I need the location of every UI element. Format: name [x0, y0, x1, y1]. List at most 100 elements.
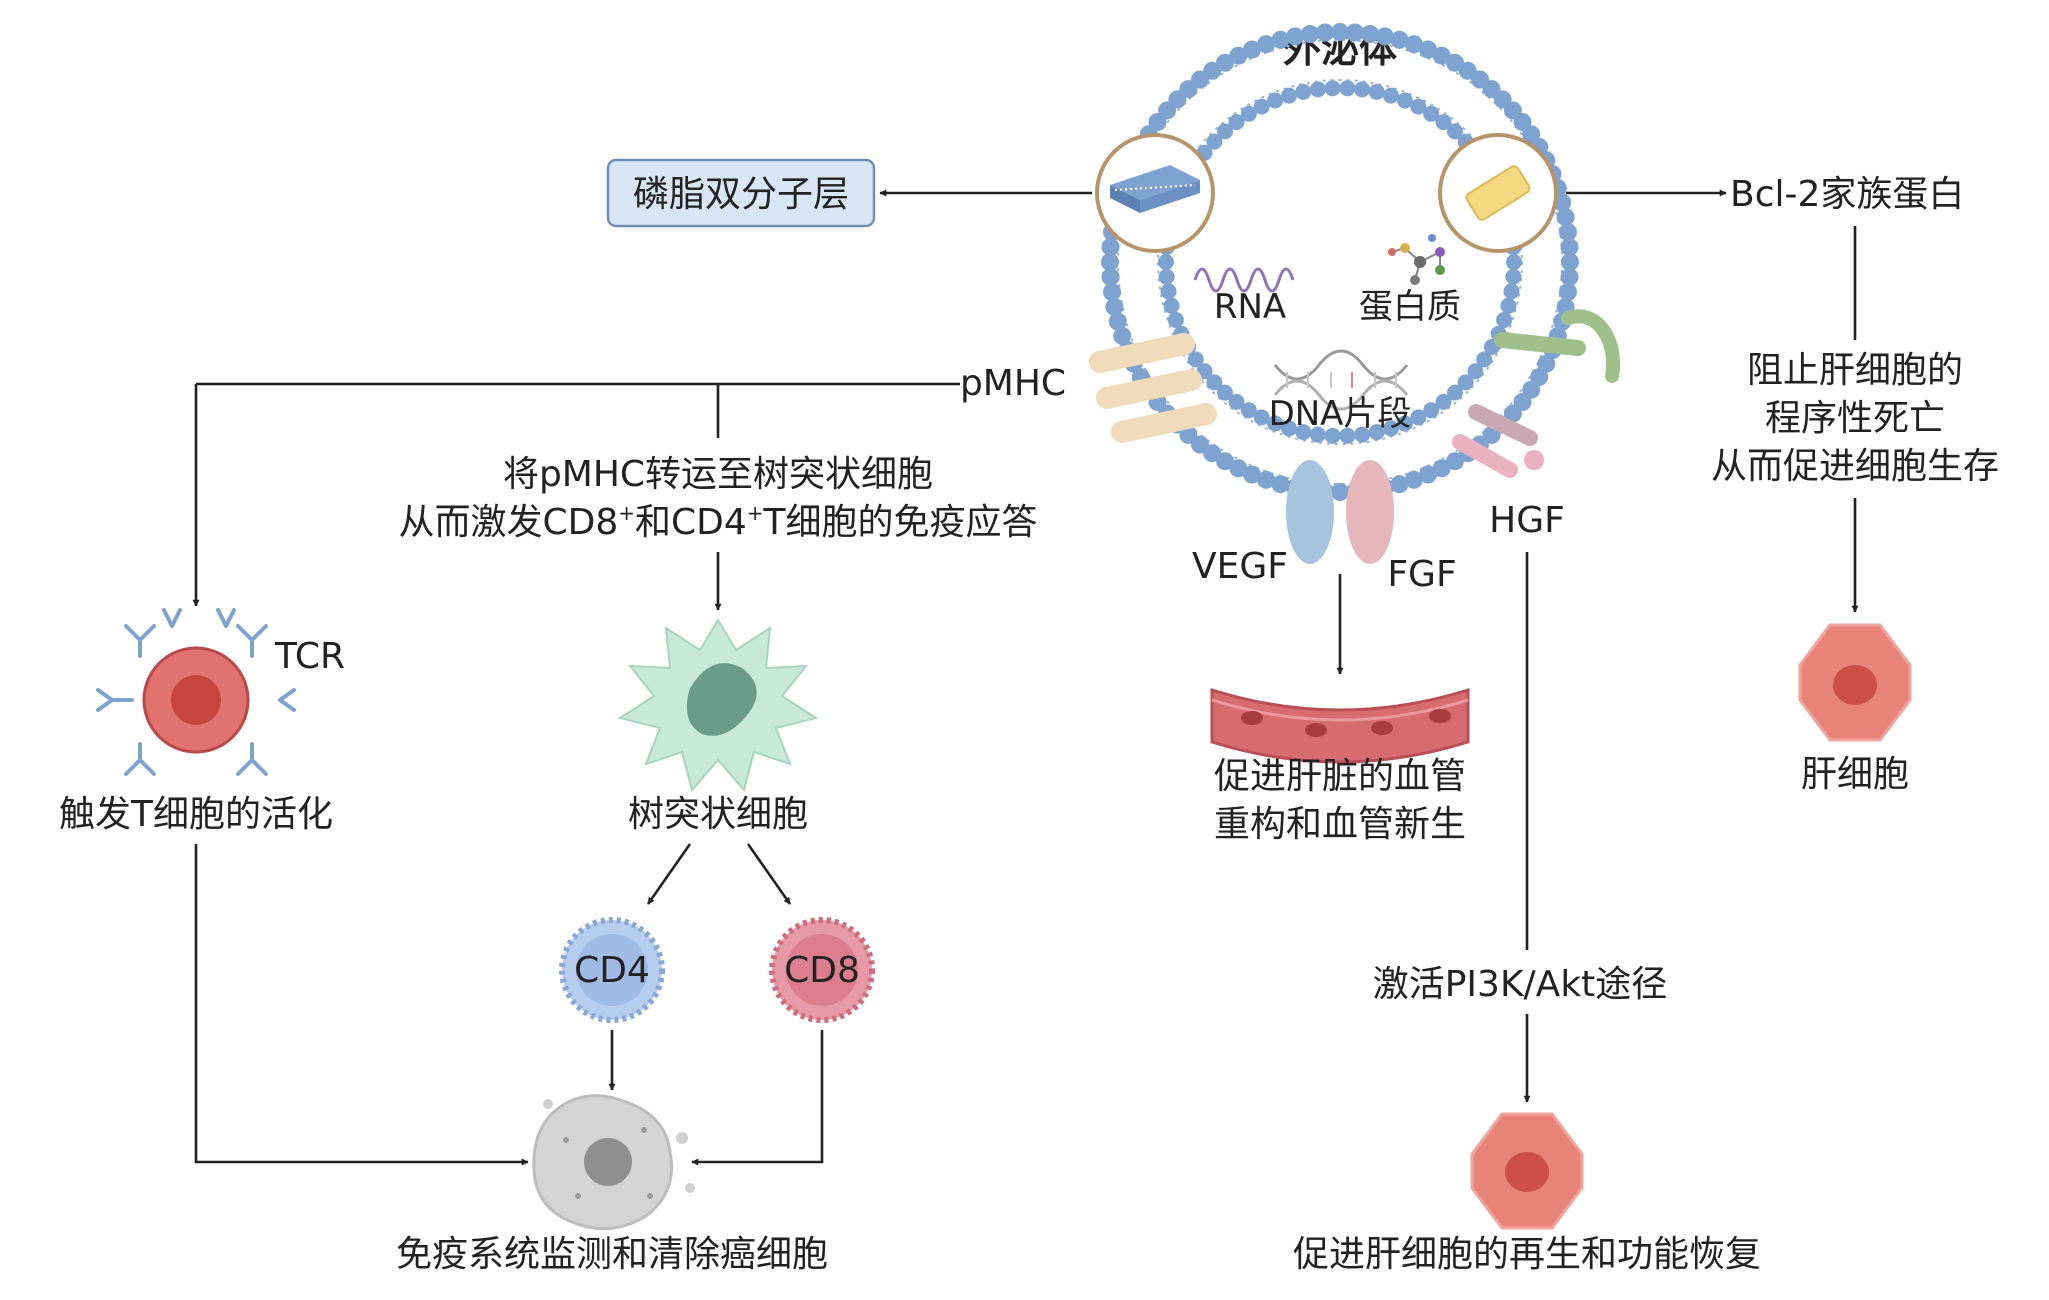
- lipid-head: [1457, 374, 1474, 391]
- lipid-head: [1339, 427, 1356, 444]
- lipid-head: [1447, 384, 1463, 401]
- lipid-head: [1160, 283, 1177, 300]
- blood-vessel-icon: [1210, 687, 1470, 764]
- lipid-head: [1435, 393, 1452, 410]
- lipid-head: [1404, 470, 1423, 489]
- lipid-head: [1560, 268, 1579, 286]
- bcl2-protein-icon: [1465, 165, 1531, 221]
- dna-fragment-icon: [1273, 349, 1409, 411]
- tcr-label: TCR: [274, 636, 345, 677]
- lipid-head: [1167, 312, 1184, 328]
- hgf-ligand-icon: [1452, 404, 1544, 478]
- lipid-head: [1368, 83, 1385, 100]
- vascular-line1: 促进肝脏的血管: [1214, 756, 1466, 797]
- lipid-head: [1253, 409, 1270, 426]
- lipid-head: [1281, 420, 1297, 437]
- dendritic-cell-icon: [617, 618, 819, 793]
- lipid-head: [1537, 354, 1556, 373]
- lipid-head: [1267, 92, 1284, 109]
- lipid-head: [1257, 35, 1276, 54]
- lipid-head: [1301, 25, 1319, 43]
- pmhc-label: pMHC: [960, 363, 1066, 404]
- t-cell-icon: [96, 608, 294, 776]
- lipid-head: [1228, 114, 1245, 131]
- dna-label: DNA片段: [1269, 394, 1412, 434]
- lipid-head: [1361, 25, 1379, 43]
- lipid-head: [1354, 81, 1371, 98]
- cd8-label: CD8: [784, 950, 860, 991]
- lipid-head: [1187, 351, 1204, 368]
- lipid-head: [1229, 459, 1248, 478]
- vegf-label: VEGF: [1192, 546, 1288, 587]
- rna-icon: [1193, 267, 1295, 293]
- apoptosis-line2: 程序性死亡: [1765, 398, 1945, 439]
- dendritic-label: 树突状细胞: [628, 794, 808, 835]
- lipid-head: [1522, 125, 1541, 144]
- arrow-to-cd4: [646, 843, 692, 905]
- bcl2-label: Bcl-2家族蛋白: [1730, 174, 1964, 215]
- lipid-head: [1476, 351, 1493, 368]
- lipid-head: [1375, 27, 1394, 46]
- phospholipid-label: 磷脂双分子层: [633, 174, 849, 215]
- arrow-to-cd8: [746, 843, 792, 905]
- protein-molecule-icon: [1388, 234, 1445, 285]
- lipid-head: [1206, 374, 1223, 391]
- lipid-head: [1267, 415, 1284, 432]
- lipid-head: [1346, 23, 1364, 42]
- lipid-head: [1253, 98, 1270, 115]
- lipid-head: [1354, 426, 1371, 443]
- lipid-head: [1559, 283, 1577, 301]
- lipid-head: [1229, 46, 1248, 65]
- lipid-head: [1101, 238, 1120, 256]
- lipid-head: [1101, 253, 1119, 271]
- lipid-head: [1295, 83, 1312, 100]
- fgf-label: FGF: [1387, 554, 1456, 595]
- lipid-head: [1217, 123, 1233, 140]
- hgf-label: HGF: [1489, 500, 1565, 541]
- lipid-head: [1240, 105, 1257, 122]
- lipid-head: [1257, 470, 1276, 489]
- lipid-head: [1101, 268, 1120, 286]
- lipid-head: [1446, 452, 1464, 471]
- immune-surveillance-label: 免疫系统监测和清除癌细胞: [396, 1234, 828, 1275]
- membrane-inner-heads: [1158, 80, 1522, 444]
- lipid-head: [1324, 427, 1341, 444]
- lipid-head: [1295, 424, 1312, 441]
- lipid-head: [1410, 409, 1427, 426]
- protein-label: 蛋白质: [1359, 287, 1461, 327]
- lipid-head: [1500, 297, 1517, 314]
- lipid-head: [1505, 268, 1522, 285]
- lipid-head: [1447, 123, 1463, 140]
- lipid-head: [1103, 283, 1121, 301]
- cd8-cell-icon: [769, 917, 875, 1023]
- lipid-head: [1228, 393, 1245, 410]
- apoptosis-line1: 阻止肝细胞的: [1747, 350, 1963, 391]
- lipid-head: [1309, 426, 1326, 443]
- hepatocyte-label: 肝细胞: [1801, 754, 1909, 795]
- bilayer-sheet-icon: [1110, 165, 1200, 213]
- lipid-head: [1496, 312, 1513, 328]
- pmhc-icon: [1088, 333, 1218, 443]
- phospholipid-label-box: [606, 158, 876, 228]
- lipid-head: [1423, 105, 1440, 122]
- lipid-head: [1446, 53, 1464, 72]
- lipid-head: [1316, 23, 1334, 42]
- lipid-head: [1419, 40, 1437, 59]
- vegf-icon: [1286, 460, 1334, 564]
- lipid-head: [1203, 61, 1222, 80]
- lipid-head: [1309, 81, 1326, 98]
- lipid-head: [1113, 326, 1132, 345]
- lipid-head: [1243, 40, 1261, 59]
- lipid-head: [1105, 297, 1124, 316]
- lipid-head: [1240, 402, 1257, 419]
- regeneration-label: 促进肝细胞的再生和功能恢复: [1293, 1234, 1761, 1275]
- hgf-receptor-icon: [1494, 309, 1621, 383]
- lipid-head: [1383, 87, 1399, 104]
- lipid-head: [1396, 92, 1413, 109]
- lipid-head: [1243, 465, 1261, 484]
- lipid-head: [1404, 35, 1423, 54]
- transport-line1: 将pMHC转运至树突状细胞: [503, 454, 933, 495]
- lipid-head: [1108, 312, 1127, 331]
- lipid-head: [1396, 415, 1413, 432]
